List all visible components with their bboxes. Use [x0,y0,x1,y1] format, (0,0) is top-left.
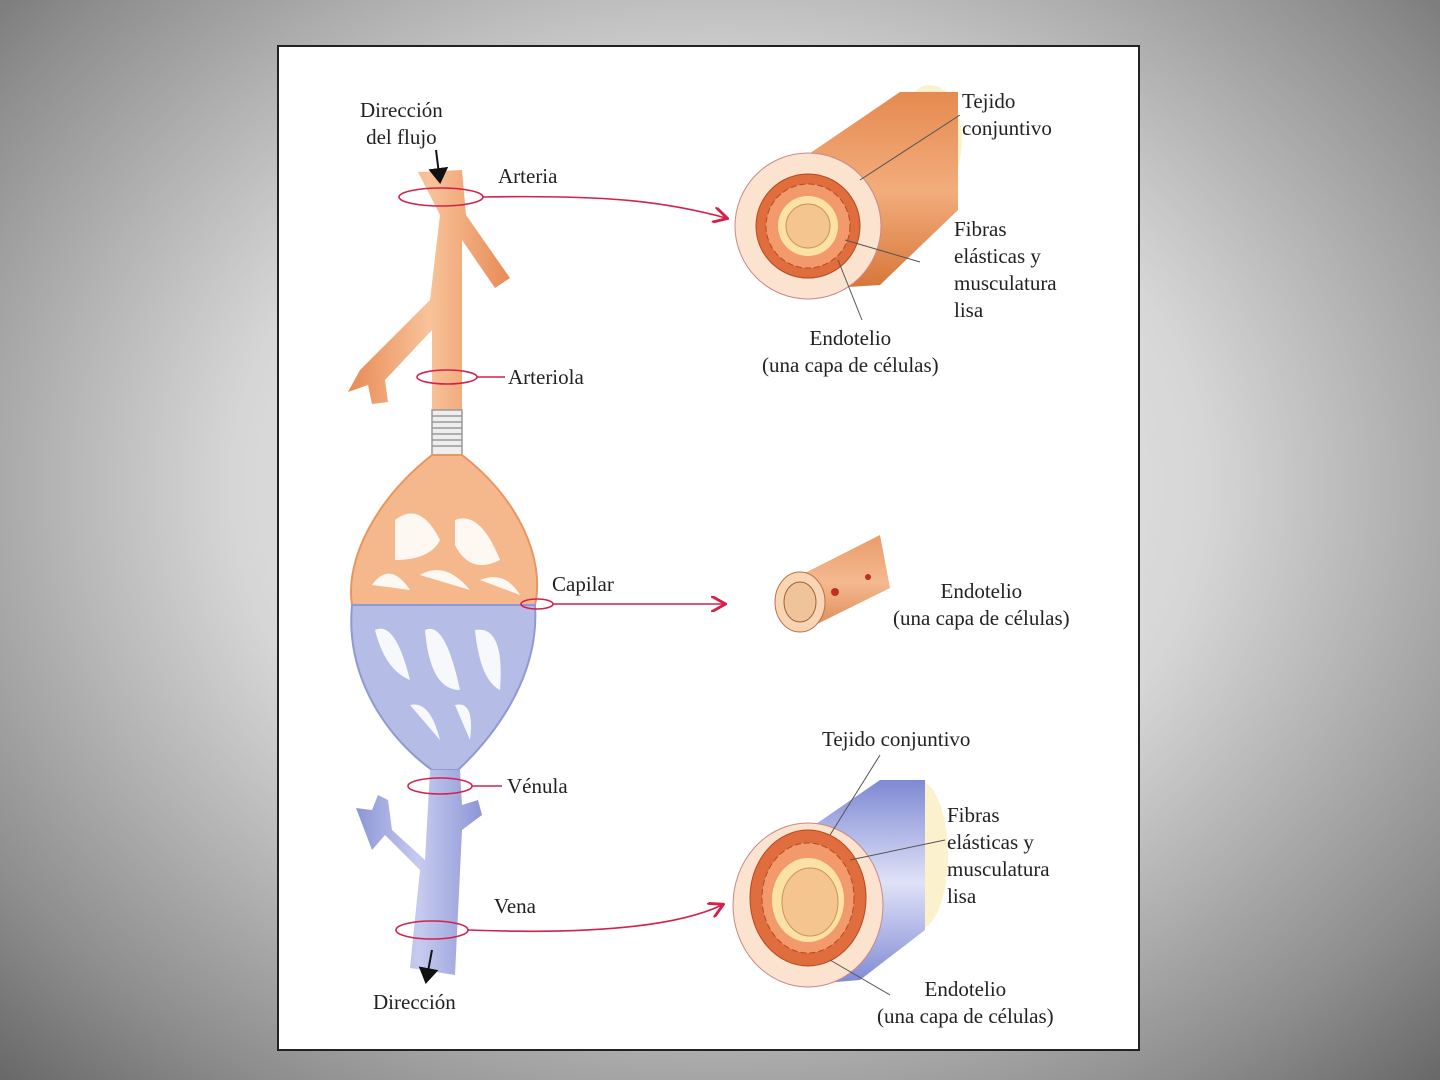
label-arteriola: Arteriola [508,365,584,389]
capillary-bed [350,454,539,771]
vein-endotelio-label: Endotelio(una capa de células) [877,977,1054,1028]
label-capilar: Capilar [552,572,614,596]
artery-cross-section [734,85,962,321]
flow-direction-label-top: Dirección del flujo [360,97,443,151]
section-markers [395,187,726,940]
capillary-endotelio-label: Endotelio(una capa de células) [893,579,1070,630]
flow-arrow-top [428,149,449,184]
capillary-cross-section [774,535,890,633]
artery-endotelio-label: Endotelio(una capa de células) [762,326,939,377]
label-venula: Vénula [507,774,568,798]
flow-line1: Dirección [360,98,443,122]
flow-arrow-bottom [418,949,439,984]
label-vena: Vena [494,894,536,918]
artery-branch [348,170,510,440]
label-arteria: Arteria [498,164,558,188]
flow-line2: del flujo [366,125,437,149]
vein-tejido-label: Tejido conjuntivo [822,727,971,751]
vein-cross-section [732,754,948,996]
vein-branch [356,770,482,975]
flow-direction-label-bottom: Dirección [373,990,456,1014]
arteriole-coil [431,409,463,456]
